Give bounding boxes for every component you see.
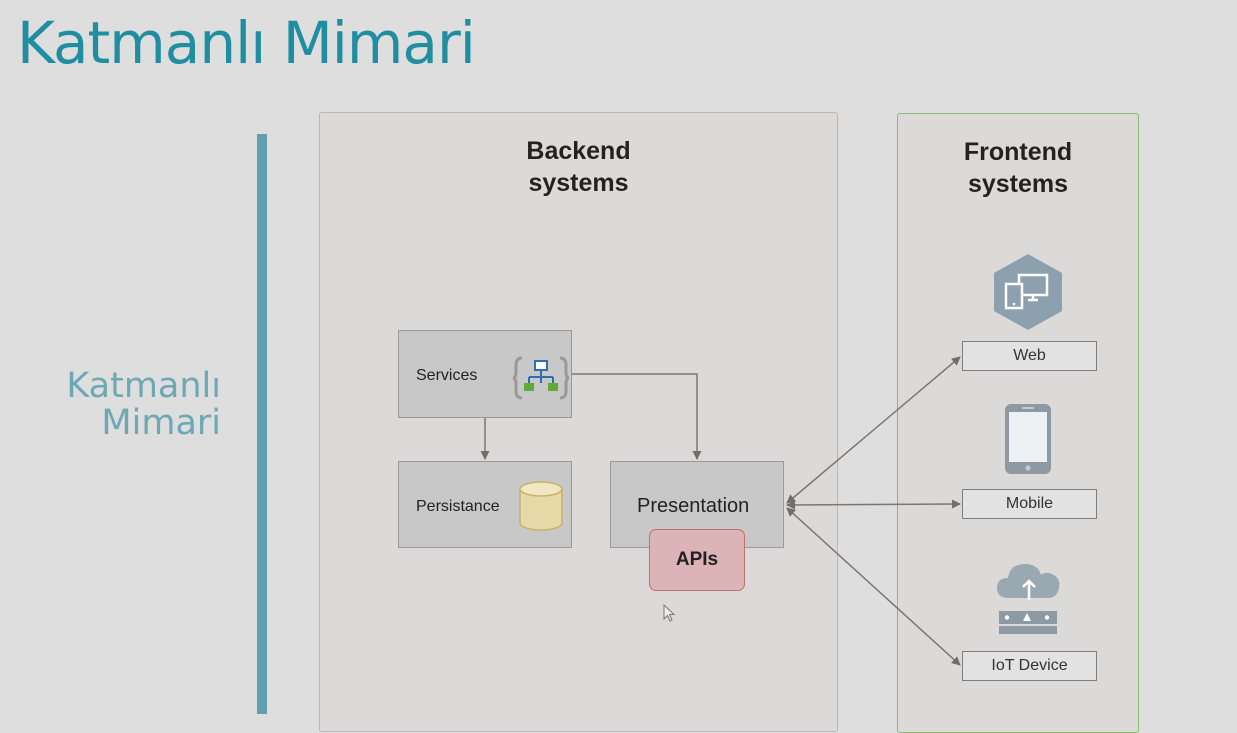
iot-box: IoT Device [962, 651, 1097, 681]
services-box: Services [398, 330, 572, 418]
backend-title-line1: Backend [526, 137, 631, 165]
presentation-iot-arrow [786, 507, 961, 666]
connectors [480, 356, 961, 666]
web-box: Web [962, 341, 1097, 371]
apis-box: APIs [649, 529, 745, 591]
services-label: Services [416, 367, 478, 384]
services-to-presentation-arrow [572, 373, 702, 460]
network-hierarchy-icon [513, 356, 569, 400]
presentation-web-arrow [786, 356, 961, 504]
side-label-line2: Mimari [101, 403, 221, 444]
backend-title-line2: systems [528, 169, 629, 197]
presentation-mobile-arrow [786, 499, 961, 510]
devices-hexagon-icon [994, 254, 1062, 330]
smartphone-icon [1005, 404, 1051, 474]
presentation-label: Presentation [637, 495, 750, 517]
frontend-title: Frontend systems [898, 136, 1138, 200]
frontend-title-line2: systems [967, 170, 1069, 198]
backend-title: Backend systems [320, 135, 837, 199]
side-label-line1: Katmanlı [66, 366, 221, 406]
mobile-box: Mobile [962, 489, 1097, 519]
mouse-cursor-icon [663, 603, 676, 622]
frontend-title-line1: Frontend [963, 138, 1073, 166]
persistance-label: Persistance [416, 498, 500, 515]
backend-panel: Backend systems [319, 112, 838, 732]
cloud-router-icon [997, 564, 1060, 634]
database-cylinder-icon [519, 481, 563, 531]
side-label: Katmanlı Mimari [66, 366, 221, 444]
slide-title: Katmanlı Mimari [17, 9, 476, 77]
accent-bar [257, 134, 267, 714]
persistance-box: Persistance [398, 461, 572, 548]
